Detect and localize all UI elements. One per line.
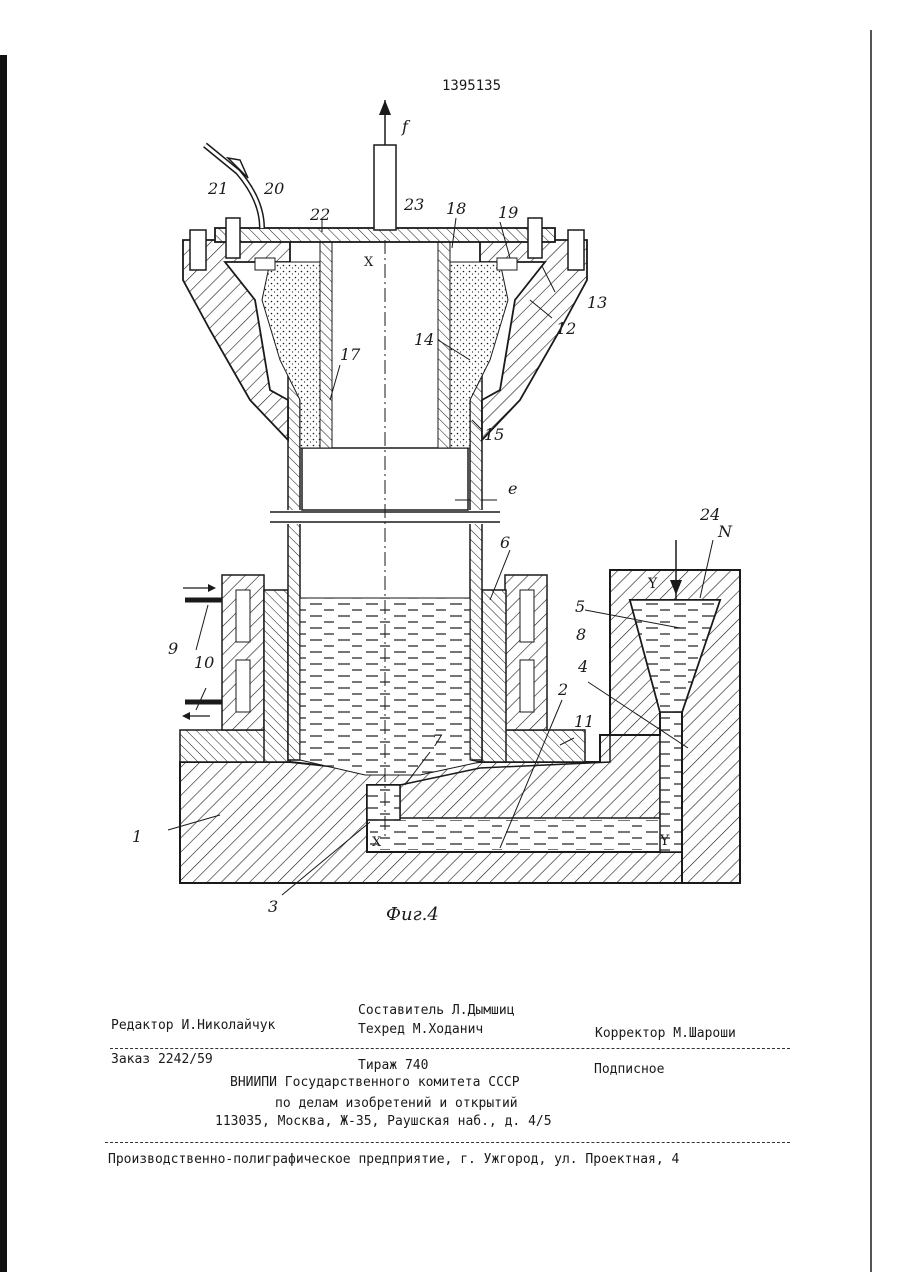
label-15: 15 [484, 425, 504, 444]
melt [300, 598, 480, 775]
org-line-2: по делам изобретений и открытий [275, 1096, 518, 1111]
order: Заказ 2242/59 [111, 1052, 213, 1067]
label-23: 23 [403, 195, 424, 214]
label-X-bottom: X [372, 835, 382, 850]
circulation: Тираж 740 [358, 1058, 428, 1073]
label-14: 14 [414, 330, 434, 349]
editor: Редактор И.Николайчук [111, 1018, 275, 1033]
mould-wall-left [264, 590, 288, 762]
label-3: 3 [268, 897, 278, 916]
label-13: 13 [587, 293, 607, 312]
label-4: 4 [577, 657, 588, 676]
label-22: 22 [309, 205, 330, 224]
label-N: N [717, 522, 733, 541]
inductor-right [505, 575, 547, 730]
figure-caption: Фиг.4 [386, 904, 439, 925]
label-e: e [508, 479, 517, 498]
divider-1 [110, 1048, 790, 1049]
label-8: 8 [576, 625, 586, 644]
label-21: 21 [207, 179, 228, 198]
label-5: 5 [575, 597, 585, 616]
label-10: 10 [194, 653, 214, 672]
label-9: 9 [168, 639, 178, 658]
label-6: 6 [500, 533, 510, 552]
label-12: 12 [556, 319, 576, 338]
label-Y-top: Y [647, 576, 658, 592]
org-line-3: 113035, Москва, Ж-35, Раушская наб., д. … [215, 1114, 552, 1129]
label-18: 18 [446, 199, 466, 218]
org-line-1: ВНИИПИ Государственного комитета СССР [230, 1075, 520, 1090]
label-19: 19 [498, 203, 518, 222]
label-17: 17 [340, 345, 361, 364]
tech-editor: Техред М.Ходанич [358, 1022, 483, 1037]
subscription: Подписное [594, 1062, 664, 1077]
label-11: 11 [574, 712, 594, 731]
compiler: Составитель Л.Дымшиц [358, 1003, 515, 1018]
divider-2 [105, 1142, 790, 1143]
label-7: 7 [432, 731, 443, 750]
inductor-left [222, 575, 264, 730]
rod [374, 145, 396, 230]
technical-drawing: f 23 22 21 20 18 19 13 12 14 17 15 e 24 … [0, 0, 900, 960]
label-1: 1 [132, 827, 142, 846]
label-f: f [401, 117, 411, 136]
label-X-top: X [364, 255, 374, 270]
proofreader: Корректор М.Шароши [595, 1026, 736, 1041]
label-20: 20 [263, 179, 284, 198]
mould-wall-right [482, 590, 506, 762]
label-2: 2 [557, 680, 568, 699]
printer: Производственно-полиграфическое предприя… [108, 1152, 679, 1167]
label-Y-bottom: Y [659, 833, 670, 849]
